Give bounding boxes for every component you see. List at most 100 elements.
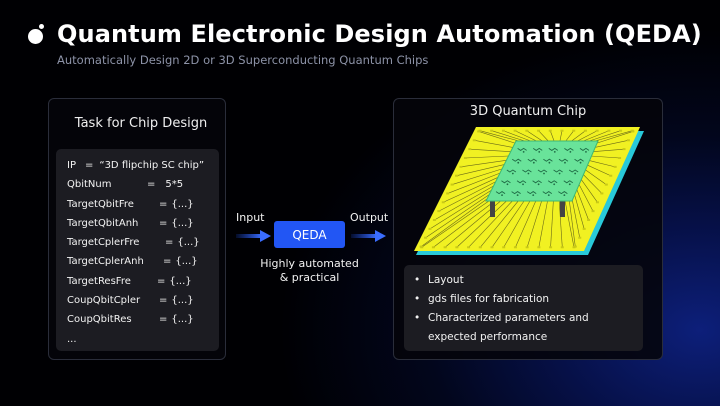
wire-line [465,155,509,159]
pad [441,201,445,204]
wire-line [425,194,490,238]
qeda-button-label: QEDA [292,227,327,242]
wire-line [526,130,543,142]
wire-line [565,130,574,142]
wire-line [438,181,496,212]
input-label: Input [236,211,265,224]
task-line: ... [67,330,219,349]
task-line-key: TargetQbitFre [67,198,134,210]
task-line-sep: = [159,198,168,210]
wire-line [538,130,549,142]
wire-line [478,131,516,144]
task-line: TargetResFre={...} [67,272,219,291]
wire-line [456,200,507,248]
output-item-parameters: Characterized parameters and expected pe… [414,309,633,347]
wire-line [474,139,513,148]
pad [477,130,481,133]
wire-line [460,159,507,168]
pad [437,210,441,213]
pad [513,246,517,249]
task-line-key: ... [67,333,77,345]
wire-line [429,190,492,230]
task-line-key: TargetCplerAnh [67,256,144,268]
pad [467,246,471,249]
qubit [532,180,542,186]
qubit [511,158,522,164]
qubit [547,180,558,186]
pad [591,210,595,213]
pad [431,246,435,249]
wire-line [586,164,611,176]
wire-line [558,200,563,248]
task-line: TargetCplerAnh={...} [67,252,219,271]
wire-line [469,148,511,153]
pad [450,183,454,186]
pad [607,129,611,132]
wire-line [579,177,598,203]
chip-panel: 3D Quantum Chip Layout gds files for fab… [393,98,663,360]
pad [548,129,552,132]
output-list-box: Layout gds files for fabrication Charact… [404,265,643,351]
pad [609,174,613,177]
pad [455,246,459,249]
task-line-sep: = [159,314,168,326]
pad [560,129,564,132]
qubit [522,169,532,175]
qeda-note: Highly automated & practical [252,257,367,284]
wire-line [589,130,621,142]
wire-line [577,130,598,142]
wire-line [575,185,589,221]
wire-line [538,200,548,248]
pad [630,129,634,132]
wire-line [526,200,542,248]
wire-line [503,130,531,142]
wire-line [592,148,625,153]
pad [622,148,626,151]
task-line-value: {...} [171,217,194,229]
pad [468,148,472,151]
wire-line [515,130,537,142]
task-line-value: {...} [169,275,192,287]
task-line: IP=“3D flipchip SC chip” [67,156,219,175]
pad [478,246,482,249]
pad [560,246,564,249]
task-panel-title: Task for Chip Design [74,116,208,131]
chip-panel-title: 3D Quantum Chip [469,104,587,119]
wire-line [570,194,581,238]
task-line-sep: = [147,179,156,191]
qeda-button[interactable]: QEDA [274,221,345,248]
pad [595,201,599,204]
output-item-layout: Layout [414,271,633,290]
pad [525,129,529,132]
qubit [537,169,548,175]
wire-line [590,155,620,159]
qubit [542,191,553,196]
qubit [548,147,559,153]
task-line-key: QbitNum [67,179,112,191]
pad [455,174,459,177]
wire-line [577,181,594,212]
task-line-sep: = [85,160,94,171]
pad [582,227,586,230]
output-label: Output [350,211,389,224]
qubit [532,147,543,153]
wire-line [559,130,563,142]
pad [626,139,630,142]
qubit [495,191,506,196]
page-subtitle: Automatically Design 2D or 3D Supercondu… [57,53,429,67]
wire-line [564,200,575,248]
task-line-key: TargetCplerFre [67,237,140,249]
wire-line [581,172,603,194]
task-line: CoupQbitRes={...} [67,310,219,329]
wire-line [583,130,609,142]
wire-line [491,200,525,248]
wire-line [456,164,505,177]
wire-line [588,159,616,168]
chip-wiring [420,130,633,248]
pad [549,246,553,249]
wire-line [594,130,633,142]
task-panel: Task for Chip Design IP=“3D flipchip SC … [48,98,226,360]
wire-line [503,200,531,248]
qeda-note-line1: Highly automated [260,257,359,270]
pad [537,129,541,132]
